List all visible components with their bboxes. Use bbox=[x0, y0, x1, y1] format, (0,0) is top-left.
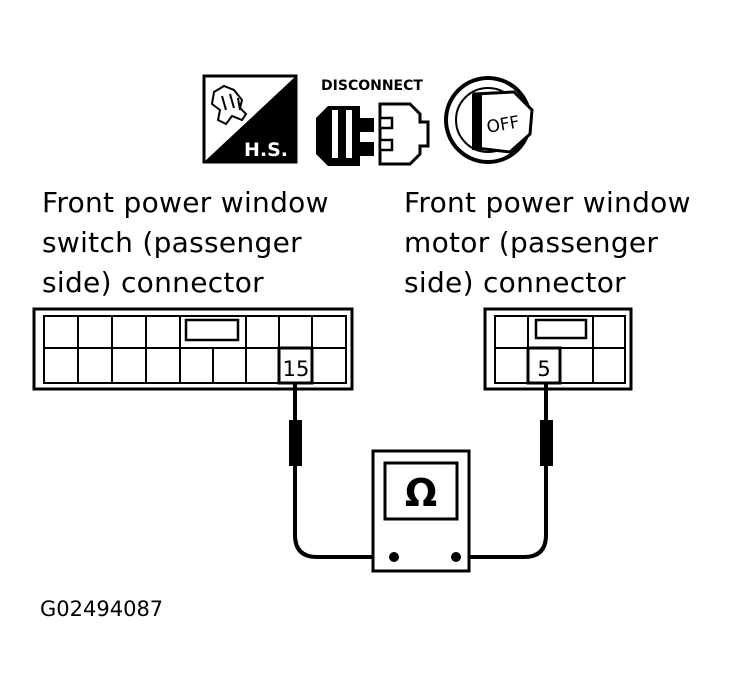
disconnect-icon-label: DISCONNECT bbox=[321, 78, 423, 94]
switch-connector-label-line-1: Front power window bbox=[42, 186, 329, 219]
ohm-symbol: Ω bbox=[405, 471, 437, 515]
motor-connector-label-line-1: Front power window bbox=[404, 186, 691, 219]
hs-icon-label: H.S. bbox=[244, 139, 288, 161]
switch-connector bbox=[32, 307, 354, 391]
probe-lead-left bbox=[289, 383, 392, 559]
motor-connector-label-line-3: side) connector bbox=[404, 266, 626, 299]
motor-connector bbox=[483, 307, 633, 391]
figure-code: G02494087 bbox=[40, 597, 164, 621]
switch-terminal-15: 15 bbox=[283, 357, 310, 381]
switch-connector-label-line-2: switch (passenger bbox=[42, 226, 302, 259]
hs-icon: H.S. bbox=[202, 74, 298, 164]
disconnect-icon: DISCONNECT bbox=[316, 78, 430, 166]
motor-connector-label-line-2: motor (passenger bbox=[404, 226, 659, 259]
switch-connector-label-line-3: side) connector bbox=[42, 266, 264, 299]
ignition-off-icon: OFF bbox=[444, 76, 534, 164]
probe-lead-right bbox=[456, 383, 553, 559]
ohmmeter bbox=[371, 449, 471, 573]
motor-terminal-5: 5 bbox=[537, 357, 550, 381]
